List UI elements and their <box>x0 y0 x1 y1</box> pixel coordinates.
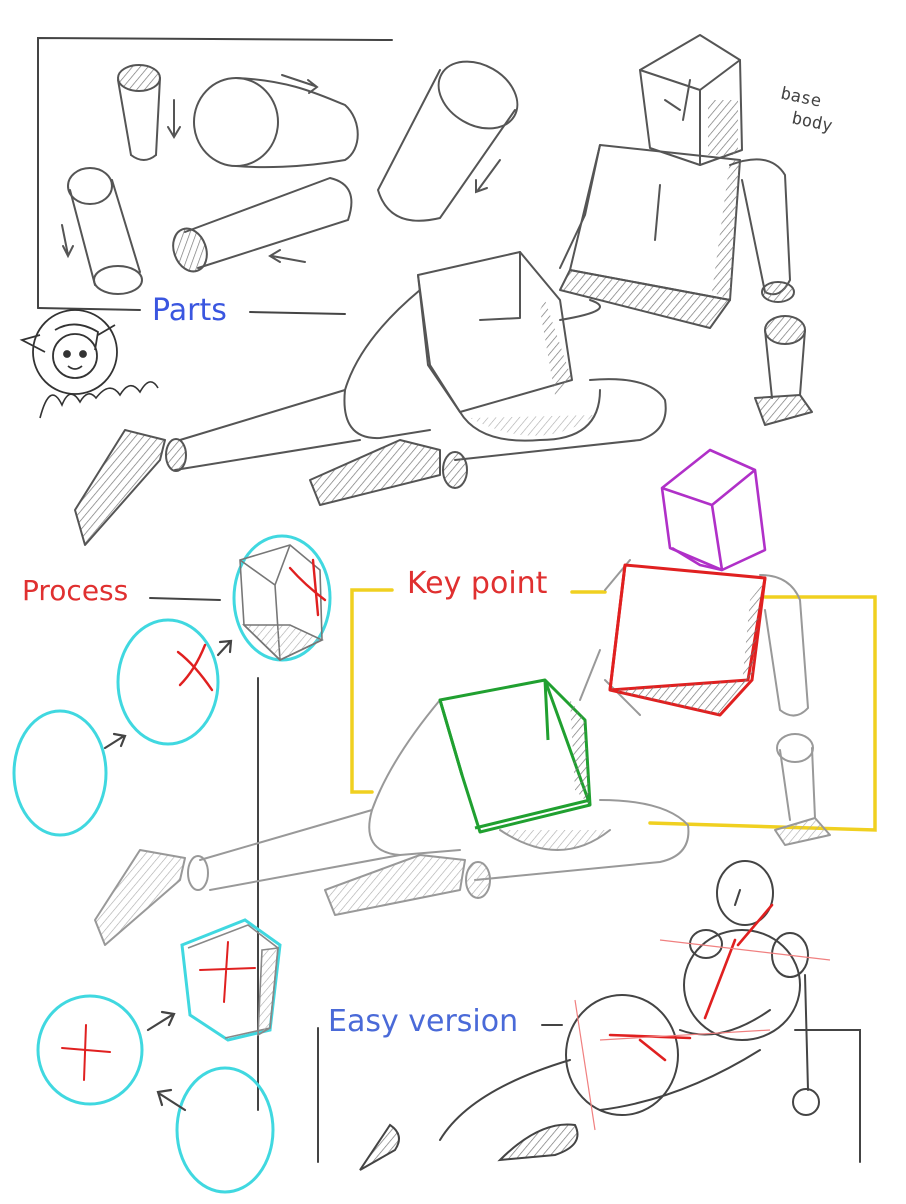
key-point-frame <box>352 590 875 830</box>
process-arrows <box>105 641 231 748</box>
chest-box-red <box>610 565 765 715</box>
process-label: Process <box>22 574 129 607</box>
lower-box-sketch <box>188 925 278 1038</box>
parts-cylinders <box>62 48 529 294</box>
easy-version-frame <box>318 1025 860 1162</box>
process-red-guides <box>178 560 325 690</box>
easy-version-red-guides <box>610 905 772 1060</box>
parts-label: Parts <box>152 293 227 328</box>
process-box-sketch <box>240 545 322 660</box>
pelvis-box-green <box>440 680 590 832</box>
lower-red-guides <box>62 942 255 1080</box>
base-body-mannequin <box>75 35 812 545</box>
process-circles <box>14 536 330 835</box>
lower-arrows <box>148 1012 185 1110</box>
easy-version-label: Easy version <box>328 1004 519 1039</box>
process-guide-lines <box>150 598 258 1110</box>
artist-avatar-icon <box>22 310 117 394</box>
process-circles-lower <box>38 920 280 1192</box>
easy-version-figure <box>360 861 819 1170</box>
key-point-mannequin <box>95 560 830 945</box>
signature-icon <box>40 382 158 418</box>
easy-version-red-light <box>575 940 830 1130</box>
parts-frame <box>38 38 392 314</box>
key-point-label: Key point <box>407 566 548 601</box>
head-box-purple <box>662 450 765 570</box>
